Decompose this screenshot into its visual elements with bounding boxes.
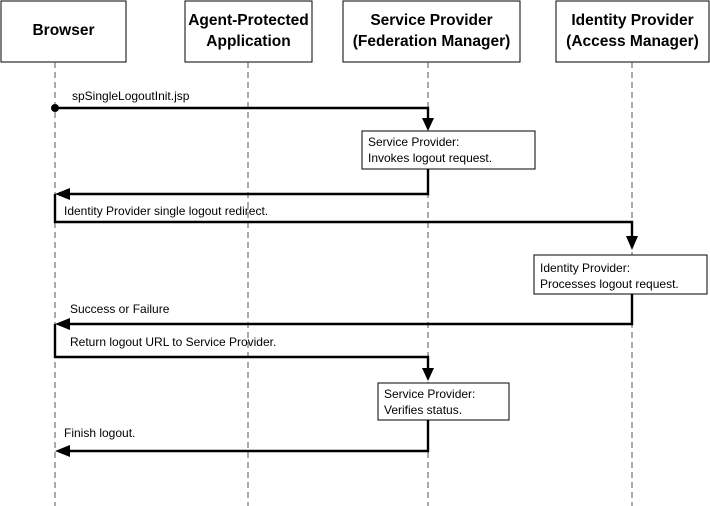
- participant-idp-label-line2: (Access Manager): [566, 33, 699, 50]
- message-2b-arrowhead: [626, 236, 638, 250]
- participant-browser-label: Browser: [32, 22, 94, 39]
- note-1-box: [361, 130, 536, 170]
- message-5-label: Finish logout.: [64, 426, 135, 440]
- message-1-line: [55, 106, 430, 118]
- message-5-arrowhead: [55, 445, 70, 457]
- participant-idp-label-line1: Identity Provider: [571, 12, 693, 29]
- participant-idp-box: [555, 0, 710, 63]
- participant-agent-label-line1: Agent-Protected: [188, 12, 309, 29]
- message-1-arrowhead: [422, 118, 434, 131]
- message-4-label: Return logout URL to Service Provider.: [70, 335, 276, 349]
- participant-sp-label-line1: Service Provider: [370, 12, 492, 29]
- participant-sp-box: [342, 0, 521, 63]
- note-2-line2: Processes logout request.: [540, 277, 679, 291]
- message-sp-single-logout-init: spSingleLogoutInit.jsp: [51, 89, 434, 131]
- participant-agent-label-line2: Application: [206, 33, 290, 50]
- message-3-arrowhead: [55, 318, 70, 330]
- participant-agent-box: [184, 0, 313, 63]
- message-1-label: spSingleLogoutInit.jsp: [72, 89, 190, 103]
- message-idp-single-logout-redirect: Identity Provider single logout redirect…: [53, 169, 638, 250]
- message-2a-line: [68, 169, 430, 196]
- participant-browser: Browser: [0, 0, 127, 63]
- message-2-label: Identity Provider single logout redirect…: [64, 204, 268, 218]
- participant-sp-label-line2: (Federation Manager): [353, 33, 511, 50]
- participant-sp: Service Provider (Federation Manager): [342, 0, 521, 63]
- message-3-label: Success or Failure: [70, 302, 170, 316]
- note-2-line1: Identity Provider:: [540, 261, 630, 275]
- participant-agent: Agent-Protected Application: [184, 0, 313, 63]
- note-3-box: [377, 382, 510, 421]
- message-5-line: [68, 420, 430, 453]
- note-idp-processes-logout: Identity Provider: Processes logout requ…: [533, 254, 708, 295]
- message-4-arrowhead: [422, 368, 434, 381]
- note-1-line1: Service Provider:: [368, 135, 459, 149]
- note-sp-verifies-status: Service Provider: Verifies status.: [377, 382, 510, 421]
- message-return-logout-url: Return logout URL to Service Provider.: [53, 324, 434, 381]
- note-3-line1: Service Provider:: [384, 387, 475, 401]
- note-3-line2: Verifies status.: [384, 403, 462, 417]
- message-2a-arrowhead: [55, 188, 70, 200]
- message-2b-line: [53, 194, 634, 236]
- message-3-line: [68, 294, 634, 326]
- note-1-line2: Invokes logout request.: [368, 151, 492, 165]
- participant-browser-box: [0, 0, 127, 63]
- message-4-line: [53, 324, 430, 368]
- message-success-or-failure: Success or Failure: [55, 294, 634, 330]
- note-2-box: [533, 254, 708, 295]
- participant-idp: Identity Provider (Access Manager): [555, 0, 710, 63]
- note-sp-invokes-logout: Service Provider: Invokes logout request…: [361, 130, 536, 170]
- message-finish-logout: Finish logout.: [55, 420, 430, 457]
